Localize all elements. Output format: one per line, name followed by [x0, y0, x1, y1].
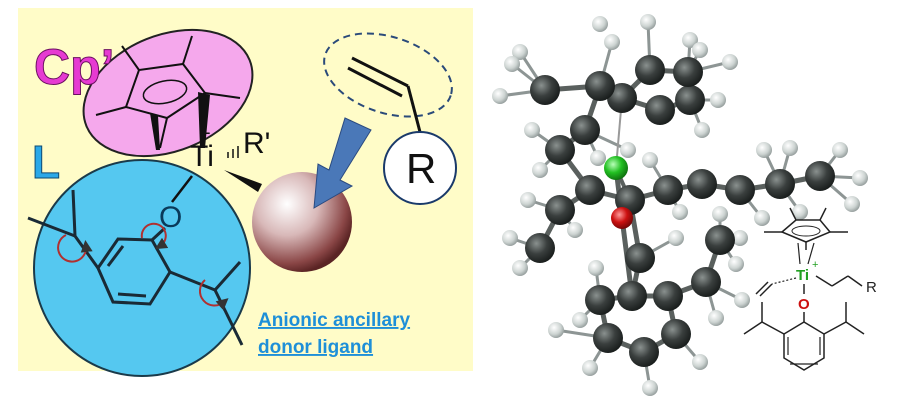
- hydrogen-atom: [832, 142, 848, 158]
- hydrogen-atom: [524, 122, 540, 138]
- hydrogen-atom: [590, 150, 606, 166]
- hydrogen-atom: [712, 206, 728, 222]
- carbon-atom: [675, 85, 705, 115]
- hydrogen-atom: [728, 256, 744, 272]
- inset-structure: Ti + R O: [743, 207, 877, 371]
- hydrogen-atom: [734, 292, 750, 308]
- hydrogen-atom: [588, 260, 604, 276]
- hydrogen-atom: [692, 42, 708, 58]
- carbon-atom: [653, 175, 683, 205]
- hydrogen-atom: [492, 88, 508, 104]
- hydrogen-atom: [844, 196, 860, 212]
- hydrogen-atom: [692, 354, 708, 370]
- inset-ti-charge: +: [812, 259, 818, 271]
- inset-ti-label: Ti: [796, 267, 809, 284]
- oxygen-label: O: [159, 201, 182, 234]
- carbon-atom: [575, 175, 605, 205]
- hydrogen-atom: [512, 260, 528, 276]
- ti-label: Ti: [190, 140, 214, 173]
- hydrogen-atom: [754, 210, 770, 226]
- r-prime-label: R': [243, 127, 270, 160]
- carbon-atom: [530, 75, 560, 105]
- carbon-atom: [725, 175, 755, 205]
- carbon-atom: [585, 71, 615, 101]
- hydrogen-atom: [548, 322, 564, 338]
- carbon-atom: [765, 169, 795, 199]
- titanium-atom: [604, 156, 628, 180]
- inset-r-label: R: [866, 279, 877, 296]
- carbon-atom: [673, 57, 703, 87]
- carbon-atom: [705, 225, 735, 255]
- hashed-bond: [227, 146, 239, 158]
- hydrogen-atom: [582, 360, 598, 376]
- molecular-model-3d: [492, 14, 868, 396]
- insertion-arrow: [313, 117, 372, 209]
- carbon-atom: [805, 161, 835, 191]
- hydrogen-atom: [668, 230, 684, 246]
- hydrogen-atom: [604, 34, 620, 50]
- hydrogen-atom: [782, 140, 798, 156]
- hydrogen-atom: [732, 230, 748, 246]
- carbon-atom: [687, 169, 717, 199]
- carbon-atom: [525, 233, 555, 263]
- hydrogen-atom: [532, 162, 548, 178]
- ligand-circle: [27, 159, 251, 377]
- inset-oxygen-label: O: [798, 296, 810, 313]
- hydrogen-atom: [682, 32, 698, 48]
- cp-label: Cp’: [34, 39, 115, 95]
- hydrogen-atom: [592, 16, 608, 32]
- hydrogen-atom: [567, 222, 583, 238]
- anionic-label-line2: donor ligand: [258, 337, 373, 358]
- hydrogen-atom: [512, 44, 528, 60]
- carbon-atom: [585, 285, 615, 315]
- hydrogen-atom: [572, 312, 588, 328]
- hydrogen-atom: [672, 204, 688, 220]
- carbon-atom: [607, 83, 637, 113]
- hydrogen-atom: [722, 54, 738, 70]
- carbon-atom: [629, 337, 659, 367]
- anionic-label-line1: Anionic ancillary: [258, 310, 410, 331]
- carbon-atom: [691, 267, 721, 297]
- ligand-label: L: [32, 136, 60, 188]
- carbon-atom: [661, 319, 691, 349]
- carbon-atom: [653, 281, 683, 311]
- r-label: R: [406, 145, 436, 192]
- carbon-atom: [617, 281, 647, 311]
- hydrogen-atom: [642, 380, 658, 396]
- hydrogen-atom: [620, 142, 636, 158]
- hydrogen-atom: [756, 142, 772, 158]
- hydrogen-atom: [694, 122, 710, 138]
- hydrogen-atom: [642, 152, 658, 168]
- carbon-atom: [645, 95, 675, 125]
- ti-charge: +: [199, 123, 211, 145]
- cp-ligand-ellipse: [82, 28, 254, 158]
- carbon-atom: [635, 55, 665, 85]
- carbon-atom: [593, 323, 623, 353]
- hydrogen-atom: [852, 170, 868, 186]
- carbon-atom: [545, 135, 575, 165]
- carbon-atom: [625, 243, 655, 273]
- hydrogen-atom: [520, 192, 536, 208]
- carbon-atom: [545, 195, 575, 225]
- left-panel: Cp’ L O Ti +: [18, 8, 473, 377]
- oxygen-atom: [611, 207, 633, 229]
- carbon-atom: [570, 115, 600, 145]
- hydrogen-atom: [502, 230, 518, 246]
- hydrogen-atom: [708, 310, 724, 326]
- hydrogen-atom: [504, 56, 520, 72]
- hydrogen-atom: [710, 92, 726, 108]
- hydrogen-atom: [640, 14, 656, 30]
- r-group-circle: [383, 131, 457, 205]
- hydrogen-atom: [792, 204, 808, 220]
